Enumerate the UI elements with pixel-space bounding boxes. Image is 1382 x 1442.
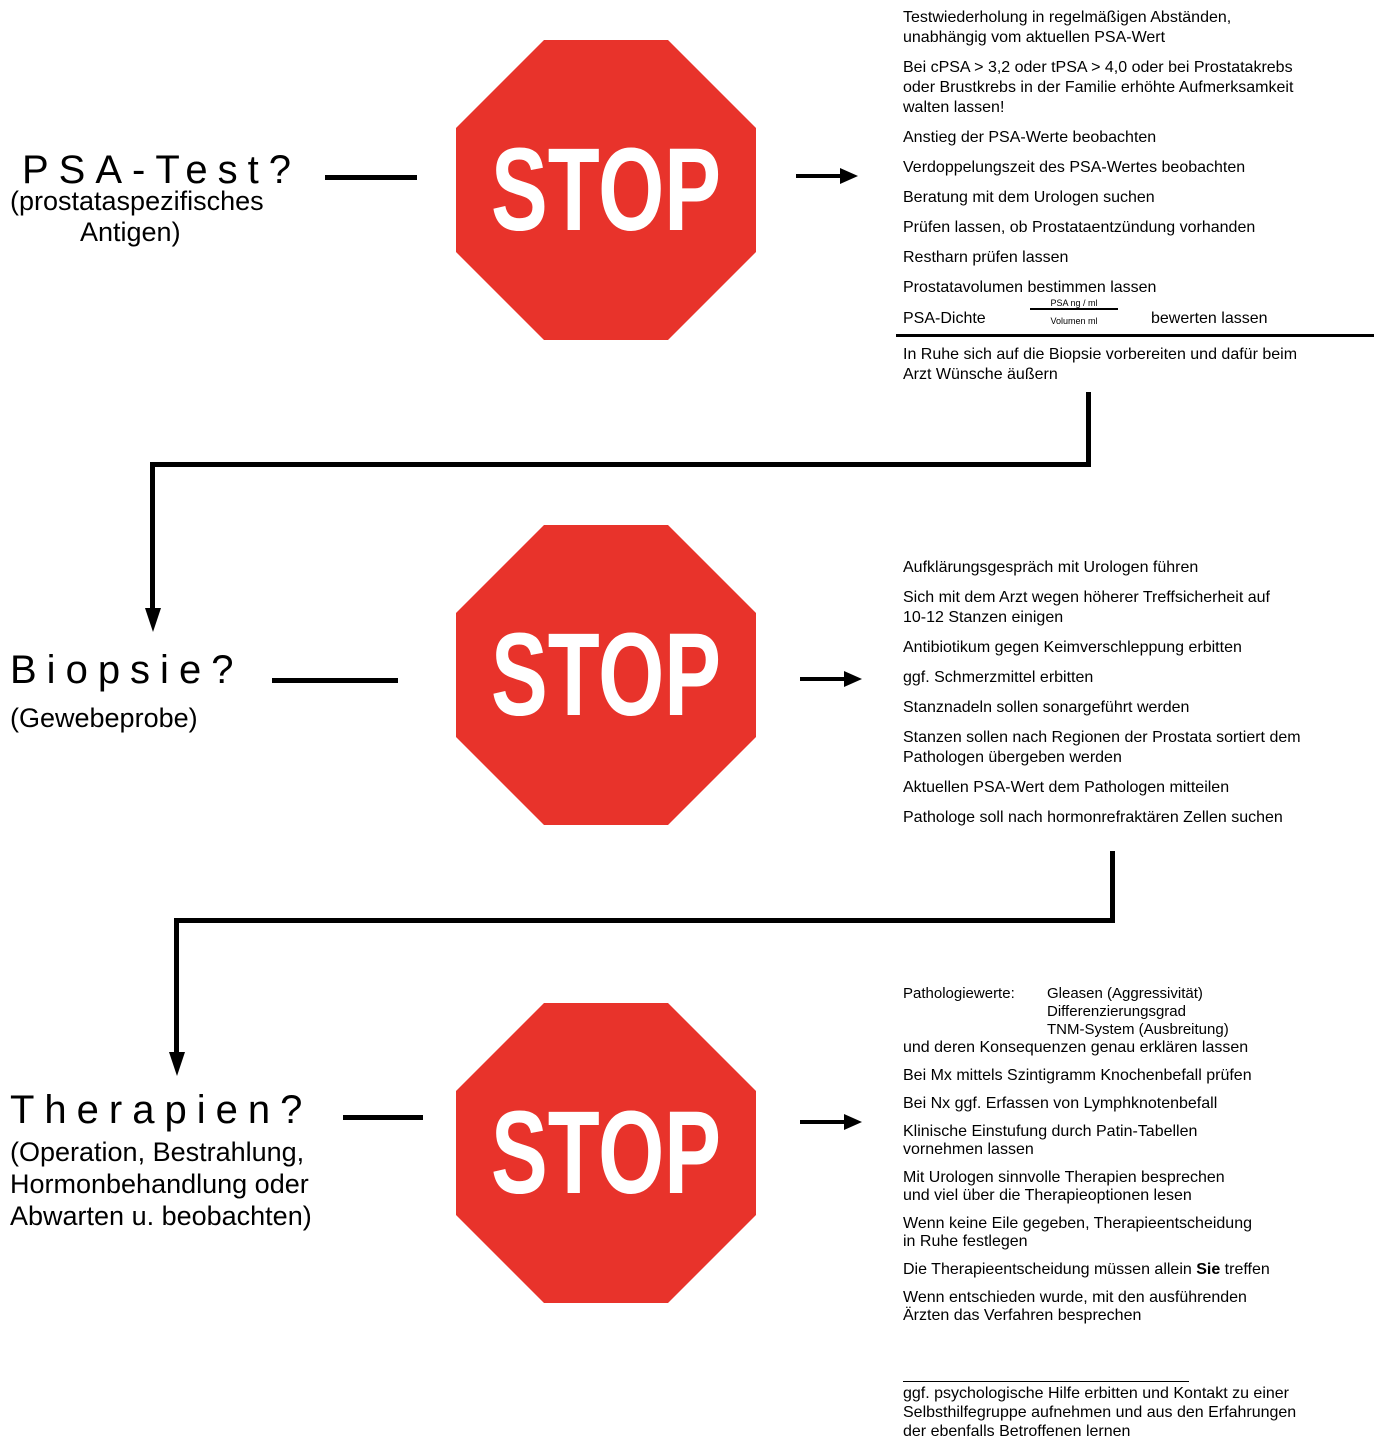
note-item: ggf. Schmerzmittel erbitten — [903, 669, 1094, 686]
note-item: Mit Urologen sinnvolle Therapien besprec… — [903, 1169, 1225, 1204]
note-item: Prüfen lassen, ob Prostataentzündung vor… — [903, 219, 1256, 236]
connector-line — [343, 1115, 423, 1120]
note-item: Prostatavolumen bestimmen lassen — [903, 279, 1157, 296]
stage-title-biopsie: Biopsie? — [10, 648, 244, 692]
separator-line — [896, 334, 1374, 337]
note-item: Wenn keine Eile gegeben, Therapieentsche… — [903, 1215, 1252, 1250]
stage-subtitle-psa: (prostataspezifisches Antigen) — [10, 186, 264, 247]
psa-density-label: PSA-Dichte — [903, 310, 986, 327]
pathology-value: TNM-System (Ausbreitung) — [1047, 1021, 1229, 1038]
stage-subtitle-biopsie: (Gewebeprobe) — [10, 703, 198, 733]
note-item: Stanzen sollen nach Regionen der Prostat… — [903, 729, 1301, 766]
pathology-label: Pathologiewerte: — [903, 985, 1015, 1002]
note-item: Restharn prüfen lassen — [903, 249, 1069, 266]
arrow-right-icon — [800, 1114, 862, 1130]
arrow-right-icon — [796, 168, 858, 184]
separator-line — [903, 1381, 1189, 1382]
note-item: Bei Nx ggf. Erfassen von Lymphknotenbefa… — [903, 1095, 1218, 1112]
note-item: Wenn entschieden wurde, mit den ausführe… — [903, 1289, 1247, 1324]
stage-title-psa-test: PSA-Test? — [22, 148, 301, 192]
note-footer: ggf. psychologische Hilfe erbitten und K… — [903, 1385, 1297, 1440]
flow-line — [1110, 851, 1115, 923]
psa-density-numerator: PSA ng / ml — [1050, 298, 1098, 308]
note-item: Verdoppelungszeit des PSA-Wertes beobach… — [903, 159, 1246, 176]
note-item: Anstieg der PSA-Werte beobachten — [903, 129, 1157, 146]
notes-therapien: Pathologiewerte: Gleasen (Aggressivität)… — [903, 985, 1270, 1325]
connector-line — [272, 678, 398, 683]
flow-line — [1086, 392, 1091, 466]
arrow-right-icon — [800, 671, 862, 687]
note-item: Sich mit dem Arzt wegen höherer Treffsic… — [903, 589, 1270, 626]
note-item: Stanznadeln sollen sonargeführt werden — [903, 699, 1190, 716]
note-item: Antibiotikum gegen Keimverschleppung erb… — [903, 639, 1242, 656]
flow-line — [174, 918, 179, 1058]
stop-sign-text: STOP — [491, 1087, 721, 1219]
note-biopsy-prep: In Ruhe sich auf die Biopsie vorbereiten… — [903, 346, 1298, 383]
stop-sign-icon: STOP — [456, 40, 756, 340]
connector-line — [325, 175, 417, 180]
notes-psa: Testwiederholung in regelmäßigen Abständ… — [903, 8, 1293, 298]
note-item: Testwiederholung in regelmäßigen Abständ… — [903, 9, 1232, 46]
note-decision: Die Therapieentscheidung müssen allein S… — [903, 1261, 1270, 1278]
note-item: Pathologe soll nach hormonrefraktären Ze… — [903, 809, 1283, 826]
note-item: Aktuellen PSA-Wert dem Pathologen mittei… — [903, 779, 1230, 796]
psa-density-denominator: Volumen ml — [1050, 316, 1098, 326]
psa-density-suffix: bewerten lassen — [1151, 310, 1268, 327]
stop-sign-text: STOP — [491, 609, 721, 741]
arrow-down-icon — [145, 608, 161, 632]
note-item: Klinische Einstufung durch Patin-Tabelle… — [903, 1123, 1198, 1158]
fraction-bar — [1030, 308, 1118, 310]
flow-line — [150, 462, 155, 610]
notes-biopsie: Aufklärungsgespräch mit Urologen führen … — [903, 558, 1301, 828]
pathology-values: Pathologiewerte: Gleasen (Aggressivität)… — [903, 985, 1270, 1039]
flow-line — [174, 918, 1115, 923]
note-item: Aufklärungsgespräch mit Urologen führen — [903, 559, 1199, 576]
arrow-down-icon — [169, 1052, 185, 1076]
note-item: Beratung mit dem Urologen suchen — [903, 189, 1155, 206]
stage-title-therapien: Therapien? — [10, 1088, 313, 1132]
stop-sign-icon: STOP — [456, 525, 756, 825]
note-item: und deren Konsequenzen genau erklären la… — [903, 1039, 1249, 1056]
note-item: Bei Mx mittels Szintigramm Knochenbefall… — [903, 1067, 1252, 1084]
stage-subtitle-therapien: (Operation, Bestrahlung, Hormonbehandlun… — [10, 1137, 312, 1231]
pathology-value: Differenzierungsgrad — [1047, 1003, 1186, 1020]
pathology-value: Gleasen (Aggressivität) — [1047, 985, 1203, 1002]
flow-line — [150, 462, 1091, 467]
stop-sign-icon: STOP — [456, 1003, 756, 1303]
note-item: Bei cPSA > 3,2 oder tPSA > 4,0 oder bei … — [903, 59, 1294, 116]
stop-sign-text: STOP — [491, 124, 721, 256]
